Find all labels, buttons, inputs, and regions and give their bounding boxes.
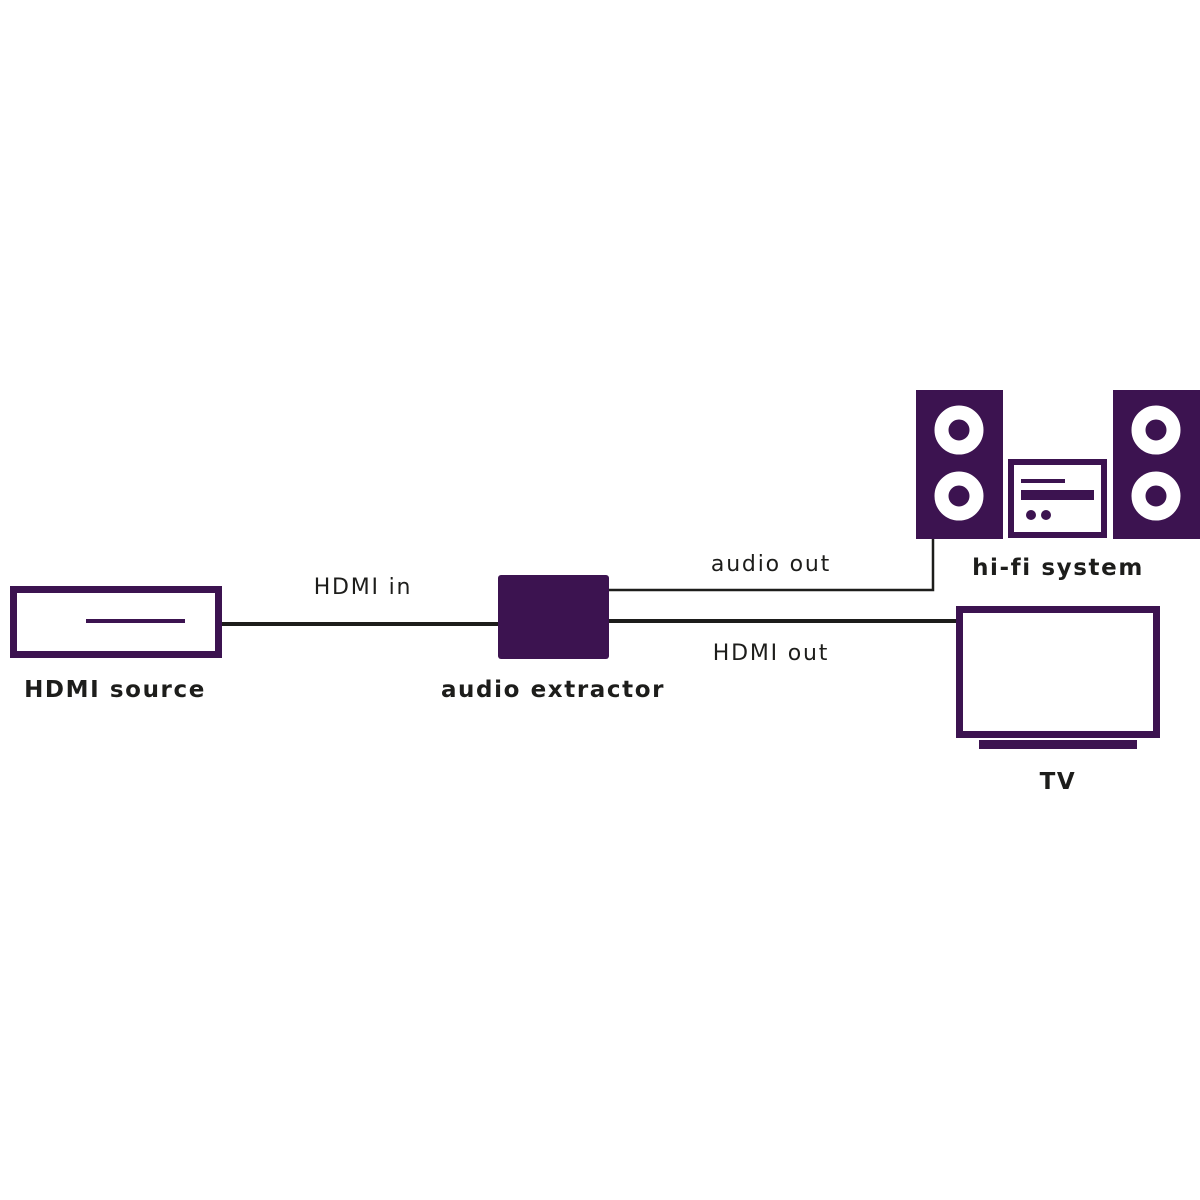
audio-extractor-label: audio extractor — [441, 677, 665, 703]
hdmi-source-label: HDMI source — [24, 677, 206, 703]
audio-out-label: audio out — [711, 552, 831, 577]
left-speaker-icon — [916, 390, 1003, 539]
hifi-system-device: hi-fi system — [916, 390, 1200, 581]
right-speaker-icon — [1113, 390, 1200, 539]
cable-audio-out-line — [607, 539, 935, 592]
stereo-receiver-icon — [1008, 459, 1107, 538]
hdmi-in-label: HDMI in — [314, 575, 413, 600]
tv-icon — [956, 606, 1160, 749]
audio-extractor-device: audio extractor — [441, 575, 665, 703]
stereo-system-icon — [916, 390, 1200, 539]
tv-label: TV — [1040, 769, 1077, 795]
hdmi-out-label: HDMI out — [713, 641, 829, 666]
hdmi-source-device: HDMI source — [10, 586, 222, 703]
tv-device: TV — [956, 606, 1160, 795]
cable-audio-out — [607, 539, 935, 592]
extractor-box-icon — [498, 575, 609, 659]
hifi-system-label: hi-fi system — [972, 555, 1144, 581]
set-top-box-icon — [10, 586, 222, 658]
